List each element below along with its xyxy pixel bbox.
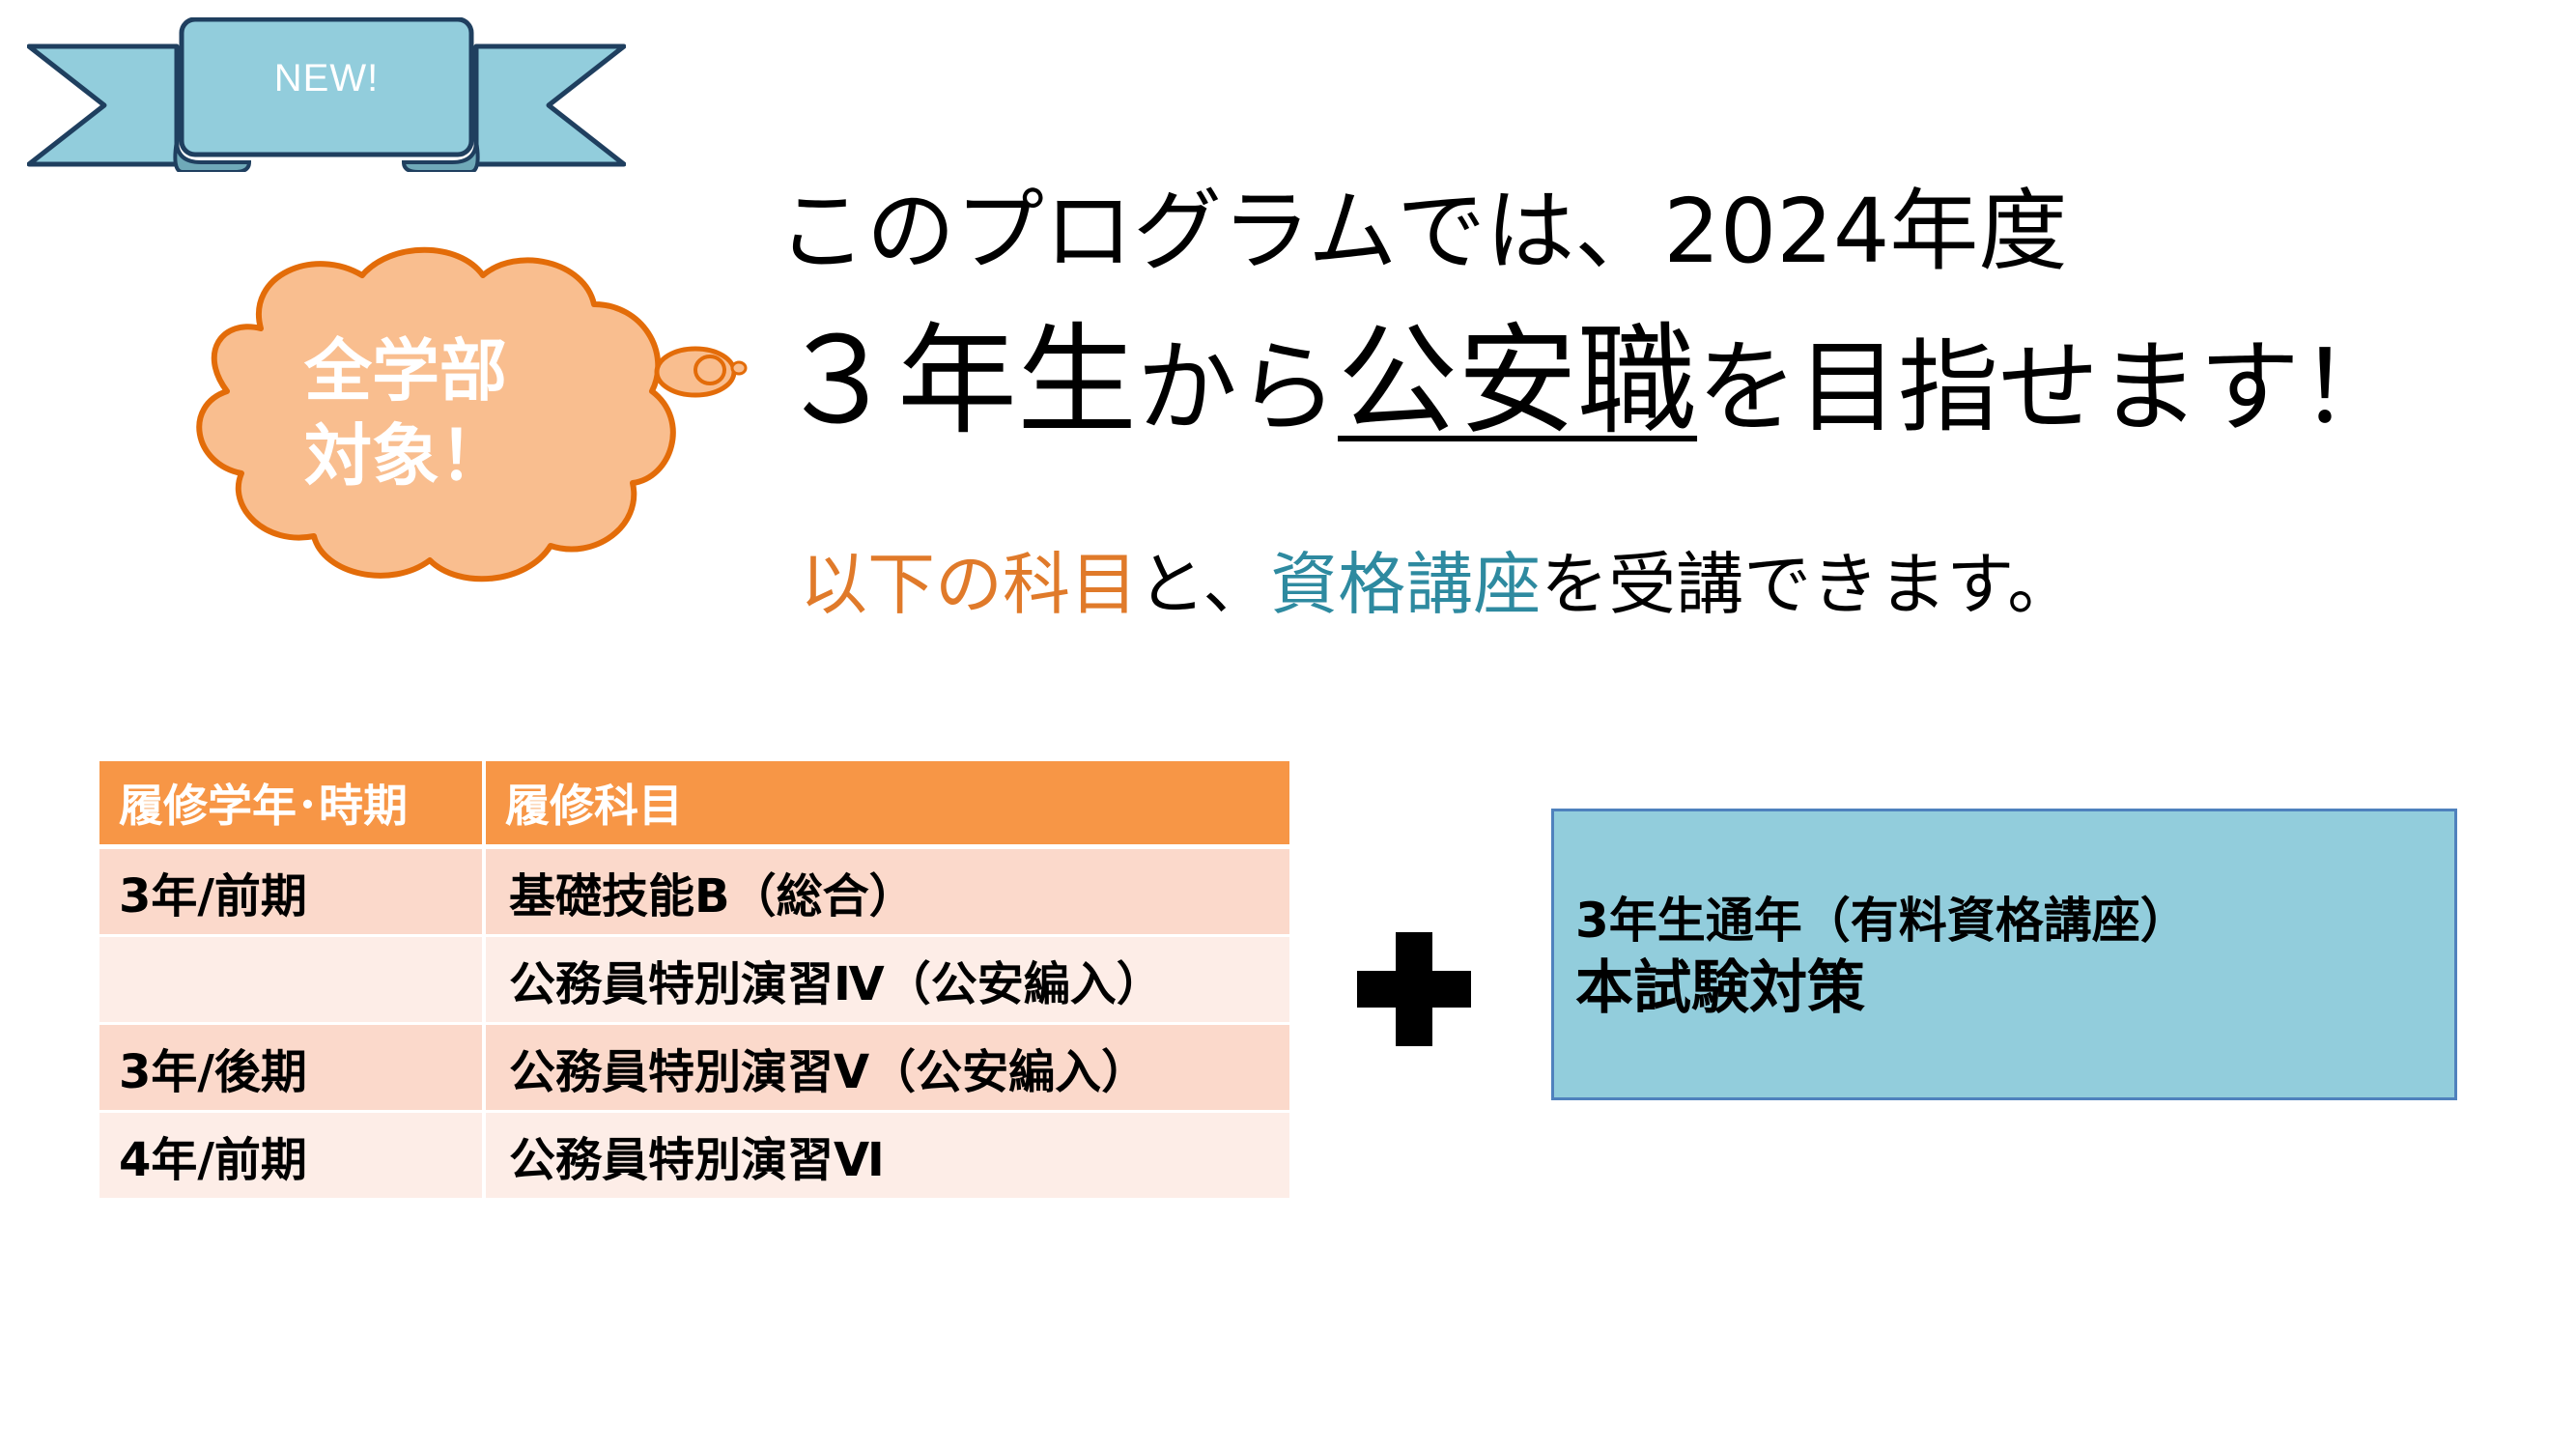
headline-aim: を目指せます！ <box>1697 328 2401 446</box>
header-course: 履修科目 <box>482 761 1289 849</box>
table-row: 公務員特別演習Ⅳ（公安編入） <box>99 934 1289 1024</box>
ribbon-label: NEW! <box>273 57 380 99</box>
subline: 以下の科目と、資格講座を受講できます。 <box>800 541 2075 628</box>
course-table: 履修学年･時期 履修科目 3年/前期 基礎技能B（総合） 公務員特別演習Ⅳ（公安… <box>99 761 1289 1198</box>
subline-and: と、 <box>1138 545 1271 624</box>
course-cell: 公務員特別演習Ⅳ（公安編入） <box>482 934 1289 1024</box>
term-cell: 3年/前期 <box>99 845 484 936</box>
subline-subjects: 以下の科目 <box>800 545 1138 624</box>
table-header-row: 履修学年･時期 履修科目 <box>99 761 1289 849</box>
header-term: 履修学年･時期 <box>99 761 484 849</box>
plus-icon <box>1357 932 1471 1046</box>
info-box-line-1: 3年生通年（有料資格講座） <box>1575 893 2189 949</box>
headline-line-2: ３年生から公安職を目指せます！ <box>778 314 2400 455</box>
table-row: 3年/後期 公務員特別演習Ⅴ（公安編入） <box>99 1022 1289 1112</box>
table-row: 3年/前期 基礎技能B（総合） <box>99 845 1289 936</box>
course-cell: 公務員特別演習Ⅴ（公安編入） <box>482 1022 1289 1112</box>
subline-qualification-course: 資格講座 <box>1270 545 1542 624</box>
subline-can-take: を受講できます。 <box>1541 545 2076 624</box>
term-cell: 4年/前期 <box>99 1110 484 1198</box>
table-row: 4年/前期 公務員特別演習Ⅵ <box>99 1110 1289 1198</box>
term-cell <box>99 934 484 1024</box>
cloud-text: 全学部 対象！ <box>304 328 555 498</box>
course-cell: 基礎技能B（総合） <box>482 845 1289 936</box>
cloud-line-1: 全学部 <box>304 331 507 411</box>
course-cell: 公務員特別演習Ⅵ <box>482 1110 1289 1198</box>
qualification-course-box: 3年生通年（有料資格講座） 本試験対策 <box>1551 809 2457 1100</box>
cloud-line-2: 対象！ <box>304 416 507 496</box>
info-box-line-2: 本試験対策 <box>1575 954 1865 1022</box>
headline-public-safety: 公安職 <box>1338 312 1698 451</box>
headline-grade: ３年生 <box>778 312 1138 451</box>
audience-cloud-callout: 全学部 対象！ <box>169 237 749 594</box>
plus-bar-vertical <box>1396 932 1432 1046</box>
headline-from: から <box>1137 328 1339 446</box>
ribbon-shape <box>27 17 626 172</box>
cloud-shape <box>196 246 748 582</box>
headline-line-1: このプログラムでは、2024年度 <box>778 180 2068 283</box>
new-ribbon-banner: NEW! <box>27 17 626 172</box>
term-cell: 3年/後期 <box>99 1022 484 1112</box>
